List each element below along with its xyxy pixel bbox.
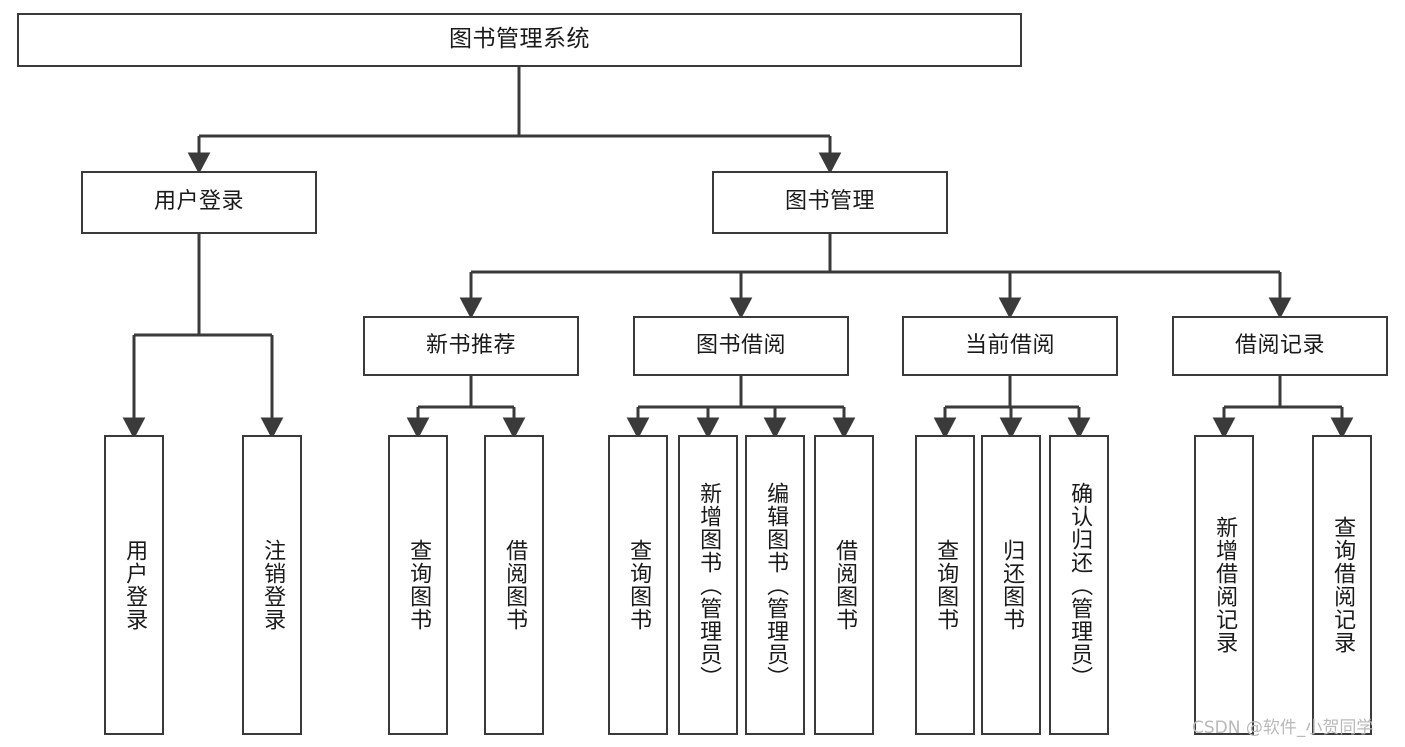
node-leaf-return-book[interactable]: 归还图书 xyxy=(981,435,1041,735)
node-leaf-add-book-label: 新增图书（管理员） xyxy=(696,481,722,689)
node-root-label: 图书管理系统 xyxy=(449,26,590,53)
node-new-book-recommend-label: 新书推荐 xyxy=(425,332,516,358)
node-leaf-edit-book[interactable]: 编辑图书（管理员） xyxy=(745,435,805,735)
node-leaf-borrow-book-rec-label: 借阅图书 xyxy=(502,539,528,631)
node-borrow-record[interactable]: 借阅记录 xyxy=(1172,316,1388,376)
node-leaf-return-book-label: 归还图书 xyxy=(999,539,1025,631)
node-leaf-add-record[interactable]: 新增借阅记录 xyxy=(1194,435,1254,735)
node-leaf-user-login[interactable]: 用户登录 xyxy=(104,435,164,735)
node-current-borrow[interactable]: 当前借阅 xyxy=(902,316,1118,376)
node-leaf-user-login-label: 用户登录 xyxy=(122,539,148,631)
node-leaf-query-book-cur-label: 查询图书 xyxy=(933,539,959,631)
node-leaf-add-record-label: 新增借阅记录 xyxy=(1212,516,1238,654)
node-leaf-borrow-book[interactable]: 借阅图书 xyxy=(814,435,874,735)
node-book-borrow[interactable]: 图书借阅 xyxy=(633,316,849,376)
node-leaf-query-record[interactable]: 查询借阅记录 xyxy=(1312,435,1372,735)
node-borrow-record-label: 借阅记录 xyxy=(1234,332,1325,358)
csdn-watermark: CSDN @软件_小贺同学 xyxy=(1192,718,1374,738)
node-user-login-label: 用户登录 xyxy=(153,189,244,215)
node-current-borrow-label: 当前借阅 xyxy=(964,332,1055,358)
node-book-manage[interactable]: 图书管理 xyxy=(712,171,948,234)
node-leaf-query-record-label: 查询借阅记录 xyxy=(1330,516,1356,654)
node-leaf-query-book-rec[interactable]: 查询图书 xyxy=(388,435,448,735)
node-new-book-recommend[interactable]: 新书推荐 xyxy=(363,316,579,376)
node-leaf-borrow-book-rec[interactable]: 借阅图书 xyxy=(484,435,544,735)
node-leaf-confirm-return[interactable]: 确认归还（管理员） xyxy=(1049,435,1109,735)
node-leaf-confirm-return-label: 确认归还（管理员） xyxy=(1067,481,1093,689)
node-leaf-borrow-book-label: 借阅图书 xyxy=(832,539,858,631)
node-leaf-add-book[interactable]: 新增图书（管理员） xyxy=(678,435,738,735)
node-user-login[interactable]: 用户登录 xyxy=(81,171,317,234)
node-leaf-query-book-cur[interactable]: 查询图书 xyxy=(915,435,975,735)
node-leaf-logout[interactable]: 注销登录 xyxy=(242,435,302,735)
node-leaf-edit-book-label: 编辑图书（管理员） xyxy=(763,481,789,689)
node-leaf-query-book-borrow-label: 查询图书 xyxy=(626,539,652,631)
node-leaf-logout-label: 注销登录 xyxy=(260,539,286,631)
node-leaf-query-book-borrow[interactable]: 查询图书 xyxy=(608,435,668,735)
node-leaf-query-book-rec-label: 查询图书 xyxy=(406,539,432,631)
node-book-borrow-label: 图书借阅 xyxy=(695,332,786,358)
node-root[interactable]: 图书管理系统 xyxy=(17,13,1022,67)
node-book-manage-label: 图书管理 xyxy=(784,189,875,215)
